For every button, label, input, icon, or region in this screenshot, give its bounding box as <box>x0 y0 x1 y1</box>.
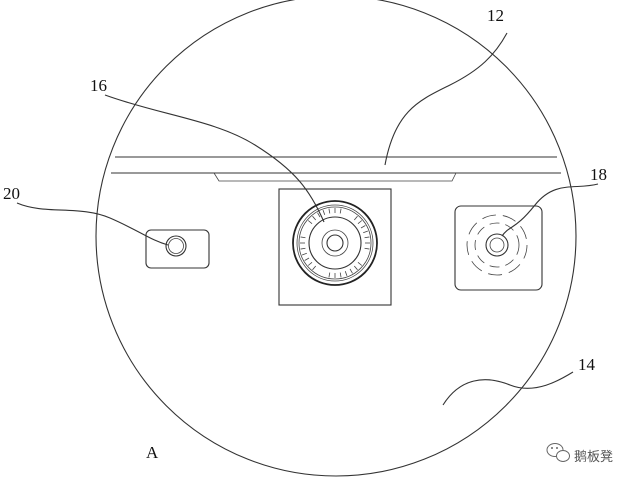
lens-ring-tick <box>304 257 310 261</box>
leader-line-14 <box>442 371 574 406</box>
leader-line-12 <box>384 32 508 166</box>
lens-ring-tick <box>353 215 358 221</box>
watermark-text: 鹅板凳 <box>574 449 613 465</box>
watermark: 鹅板凳 <box>546 443 613 465</box>
leader-line-18 <box>501 183 599 237</box>
ref-label-16: 16 <box>90 76 107 95</box>
lens-ring-tick <box>363 230 369 234</box>
detail-view-circle <box>95 0 577 477</box>
lens-ring-tick <box>339 208 342 214</box>
lens-ring-tick <box>307 220 313 225</box>
component-18-speaker <box>454 205 543 291</box>
ref-label-12: 12 <box>487 6 504 25</box>
lens-ring-tick <box>322 209 326 215</box>
wechat-icon <box>546 443 570 462</box>
housing-band <box>111 156 561 182</box>
ref-label-20: 20 <box>3 184 20 203</box>
component-16-camera-lens <box>278 188 392 306</box>
lens-ring-tick <box>317 212 321 218</box>
lens-ring-tick <box>360 225 366 229</box>
lens-ring-tick <box>312 265 317 271</box>
lens-ring-ticks <box>300 208 370 278</box>
ref-label-14: 14 <box>578 355 596 374</box>
lens-ring-tick <box>328 208 331 214</box>
lens-ring-tick <box>344 271 348 277</box>
view-label: A <box>146 443 159 462</box>
lens-ring-tick <box>349 268 353 274</box>
leader-line-20 <box>16 202 169 246</box>
ref-label-18: 18 <box>590 165 607 184</box>
lens-ring-tick <box>307 261 313 266</box>
lens-ring-tick <box>328 272 331 278</box>
lens-ring-tick <box>357 220 363 225</box>
lens-ring-tick <box>301 252 307 256</box>
lens-ring-tick <box>364 247 370 250</box>
lens-ring-tick <box>300 236 306 239</box>
lens-ring-tick <box>300 247 306 250</box>
lens-ring-tick <box>312 215 317 221</box>
lens-ring-tick <box>353 265 358 271</box>
lens-ring-tick <box>364 236 370 239</box>
lens-ring-tick <box>357 261 363 266</box>
lens-ring-tick <box>339 272 342 278</box>
leader-line-16 <box>104 94 325 223</box>
component-20-small-sensor <box>145 229 210 269</box>
